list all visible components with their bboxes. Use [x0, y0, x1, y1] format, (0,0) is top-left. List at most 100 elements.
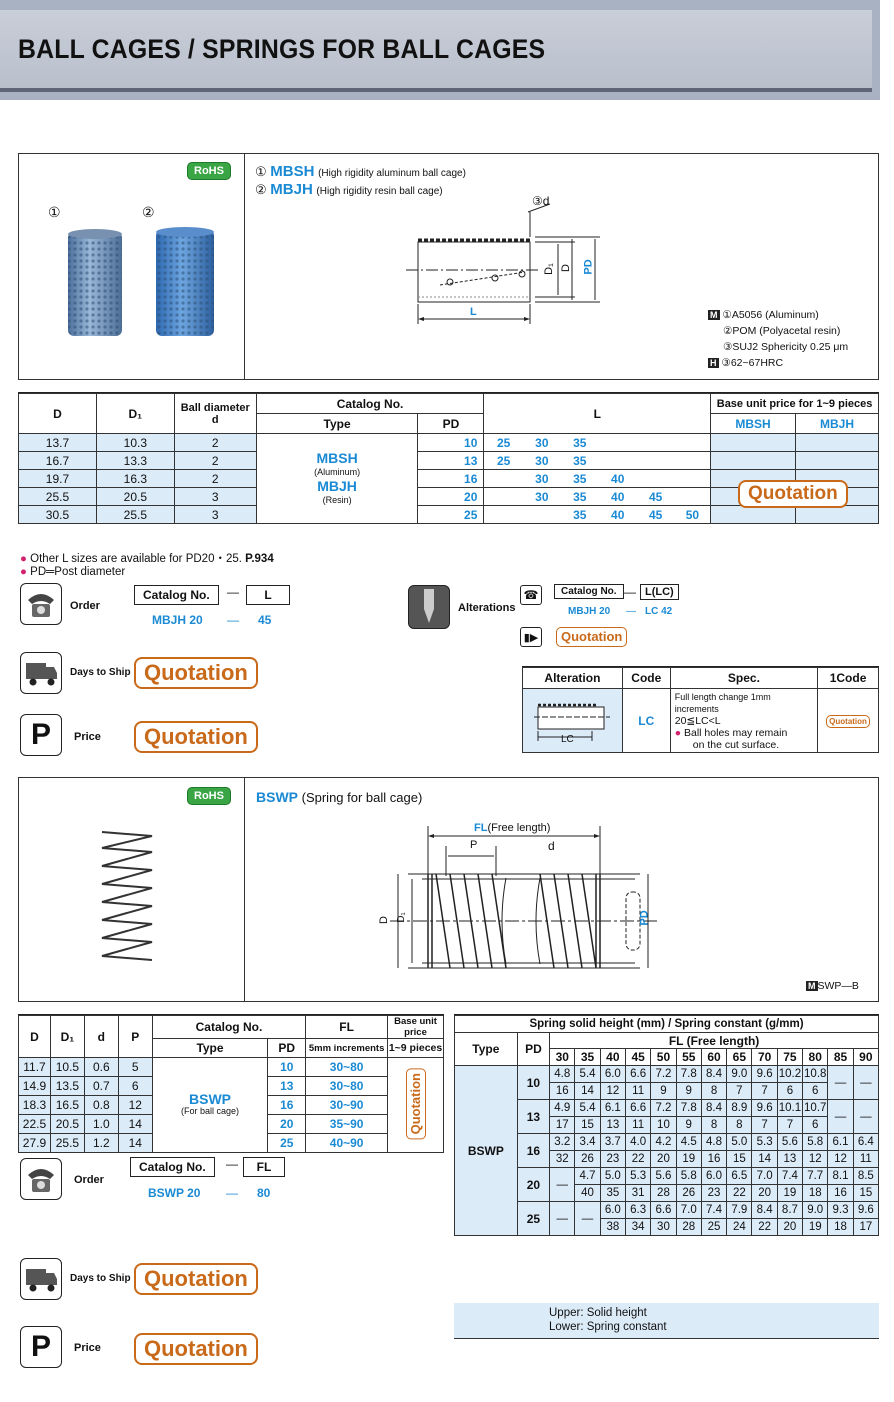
spring-constant-cell: 13 [599, 1116, 627, 1134]
spring-constant-cell: 8 [726, 1116, 753, 1134]
solid-height-cell: 7.0 [675, 1201, 702, 1219]
spring-constant-cell: 22 [624, 1150, 652, 1168]
spring-constant-cell: 32 [549, 1150, 576, 1168]
alteration-quotation-badge[interactable]: Quotation [826, 715, 870, 728]
col-fl-sub: 5mm increments [305, 1038, 389, 1058]
spring-constant-cell: 11 [852, 1150, 880, 1168]
spring-constant-cell: 9 [650, 1082, 677, 1100]
type-cell: MBSH (Aluminum) MBJH (Resin) [255, 433, 419, 524]
panel-divider [244, 777, 245, 1002]
solid-height-cell: 5.3 [624, 1167, 652, 1185]
spring-constant-cell: 7 [751, 1082, 778, 1100]
page-ref-link[interactable]: P.934 [245, 553, 274, 565]
solid-height-cell: 8.4 [700, 1065, 728, 1083]
spring-code: BSWP [256, 789, 298, 805]
alt-quotation-badge[interactable]: Quotation [556, 627, 628, 647]
col-fl: FL (Free length) [549, 1032, 879, 1049]
fl-col-header: 30 [549, 1048, 576, 1066]
solid-height-cell: 7.2 [650, 1065, 677, 1083]
solid-height-cell: 7.4 [776, 1167, 804, 1185]
page-title: BALL CAGES / SPRINGS FOR BALL CAGES [18, 34, 546, 64]
col-mbsh: MBSH [710, 413, 797, 434]
solid-height-cell: 4.0 [624, 1133, 652, 1151]
lc-dim-label: LC [561, 734, 574, 745]
solid-height-cell: 8.9 [726, 1099, 753, 1117]
type-cell: BSWP(For ball cage) [151, 1057, 269, 1153]
D-dim-label: D [377, 916, 390, 924]
solid-height-cell: 6.4 [852, 1133, 880, 1151]
spring-constant-cell: 7 [776, 1116, 804, 1134]
col-D1: D₁ [49, 1015, 85, 1058]
spring-photo [101, 831, 153, 961]
order-label: Order [70, 600, 100, 612]
spring-constant-cell: 25 [700, 1218, 728, 1236]
type-cell: BSWP [454, 1065, 518, 1236]
col-fl: FL [305, 1015, 389, 1039]
solid-height-cell: 9.0 [726, 1065, 753, 1083]
spring-constant-cell: 18 [802, 1184, 829, 1202]
price-icon: P [20, 714, 62, 756]
fl-box: FL [243, 1157, 285, 1177]
dim-d1-label: D₁ [542, 263, 555, 275]
spring-constant-cell: 23 [599, 1150, 627, 1168]
price-icon: P [20, 1326, 62, 1368]
solid-height-cell: 6.6 [650, 1201, 677, 1219]
solid-height-cell: 7.7 [802, 1167, 829, 1185]
dash: — [227, 585, 239, 599]
spring-constant-cell: 12 [802, 1150, 829, 1168]
ball-cage-drawing [406, 203, 600, 324]
info-icon: ● [20, 566, 27, 578]
solid-height-cell: 8.4 [751, 1201, 778, 1219]
product-code: MBSH [270, 163, 315, 180]
solid-height-cell: 5.6 [650, 1167, 677, 1185]
spring-constant-cell: 9 [675, 1116, 702, 1134]
solid-height-cell: — [549, 1167, 576, 1202]
col-catalog: Catalog No. [151, 1015, 307, 1039]
solid-height-cell: 9.6 [751, 1065, 778, 1083]
dash: — [226, 1157, 238, 1171]
col-pd: PD [267, 1038, 307, 1058]
solid-height-cell: 10.7 [802, 1099, 829, 1117]
hardness-value: ③62~67HRC [721, 357, 784, 369]
price-quotation-badge[interactable]: Quotation [738, 480, 848, 508]
solid-height-cell: 9.6 [852, 1201, 880, 1219]
spring-constant-cell: 23 [700, 1184, 728, 1202]
solid-height-cell: — [827, 1065, 854, 1100]
spring-quotation-badge[interactable]: Quotation [405, 1067, 426, 1140]
solid-height-cell: 5.4 [574, 1065, 601, 1083]
fl-col-header: 35 [574, 1048, 601, 1066]
dim-l-label: L [470, 306, 477, 318]
spring-constant-cell: 9 [675, 1082, 702, 1100]
spring-constant-cell: 40 [574, 1184, 601, 1202]
price-quotation-badge[interactable]: Quotation [134, 721, 258, 753]
truck-icon [20, 652, 62, 694]
col-spec: Spec. [669, 667, 819, 689]
spring-constant-cell: 28 [650, 1184, 677, 1202]
solid-height-cell: 6.0 [700, 1167, 728, 1185]
note-pd: PD═Post diameter [30, 566, 126, 578]
spring-constant-cell: 12 [827, 1150, 854, 1168]
spring-constant-cell: 6 [776, 1082, 804, 1100]
alt-example-code: MBJH 20 [568, 606, 611, 617]
fl-col-header: 75 [776, 1048, 804, 1066]
spring-spec-table: D D₁ d P Catalog No. FL Base unit price … [18, 1015, 444, 1153]
spring-constant-cell: 13 [776, 1150, 804, 1168]
line-number: ② [255, 182, 267, 197]
spring-constant-cell: 20 [751, 1184, 778, 1202]
alt-code-box: L(LC) [640, 584, 679, 600]
col-L: L [483, 393, 712, 434]
table-title: Spring solid height (mm) / Spring consta… [454, 1015, 879, 1033]
fl-col-header: 85 [827, 1048, 854, 1066]
col-code: Code [621, 667, 671, 689]
days-quotation-badge[interactable]: Quotation [134, 657, 258, 689]
product-desc: (High rigidity resin ball cage) [316, 186, 443, 197]
price-quotation-badge[interactable]: Quotation [134, 1333, 258, 1365]
days-quotation-badge[interactable]: Quotation [134, 1263, 258, 1295]
